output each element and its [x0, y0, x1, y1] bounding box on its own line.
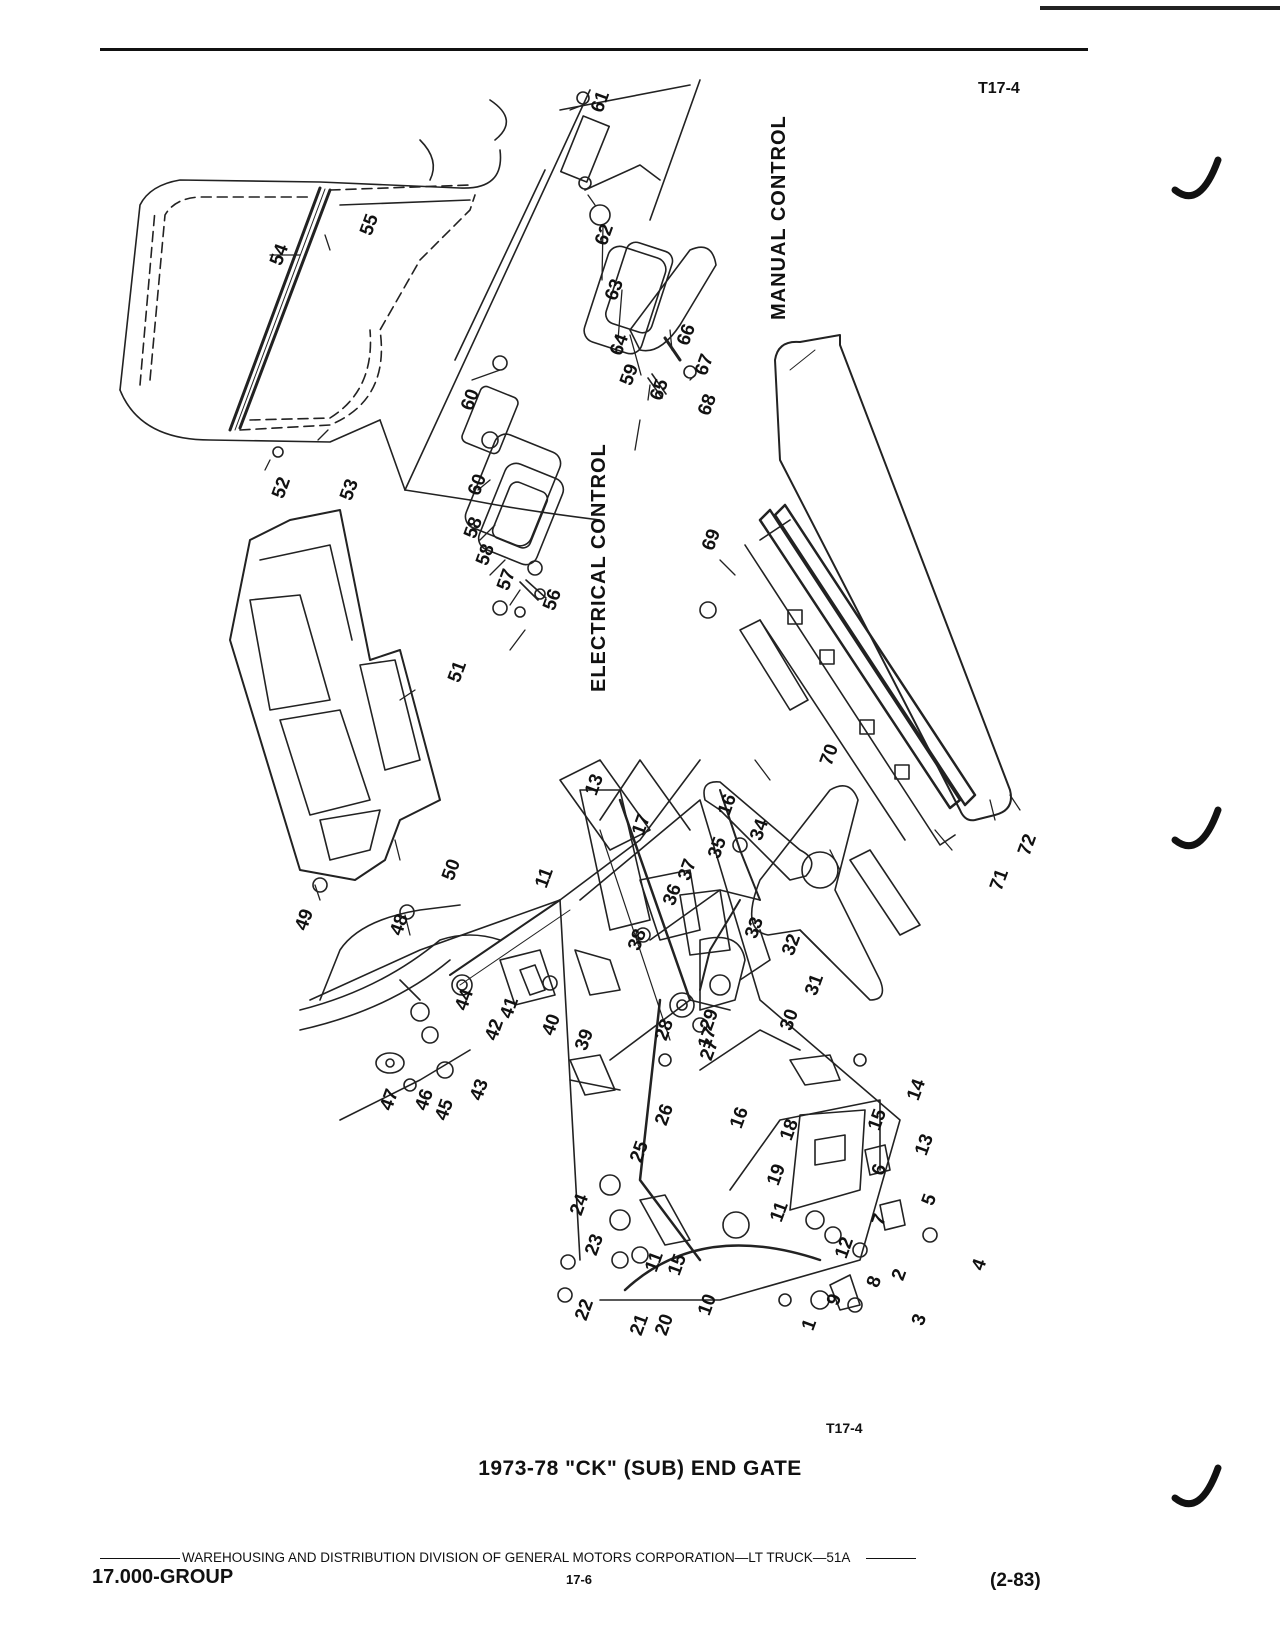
manual-control-handle [492, 91, 717, 399]
callout-number-16: 16 [726, 1104, 753, 1131]
callout-number-4: 4 [968, 1256, 991, 1274]
callout-number-16: 16 [714, 791, 741, 818]
callout-number-23: 23 [581, 1231, 608, 1258]
callout-number-61: 61 [587, 88, 614, 115]
fasteners [272, 446, 938, 1313]
callout-number-68: 68 [694, 391, 721, 418]
callout-number-11: 11 [531, 864, 558, 890]
latch-rods [599, 789, 761, 1262]
callout-number-53: 53 [336, 476, 363, 503]
callout-number-58: 58 [472, 541, 499, 568]
footer-date: (2-83) [990, 1570, 1041, 1591]
callout-number-1: 1 [798, 1316, 821, 1334]
callout-number-60: 60 [464, 471, 491, 498]
callout-number-38: 38 [624, 926, 651, 953]
callout-number-66: 66 [673, 321, 700, 348]
callout-number-43: 43 [466, 1076, 493, 1103]
callout-numbers: 1234567891011111112131314151516161717181… [266, 88, 1041, 1338]
callout-number-30: 30 [776, 1006, 803, 1033]
callout-number-50: 50 [438, 856, 465, 883]
callout-number-33: 33 [741, 914, 768, 941]
figure-code-top: T17-4 [978, 80, 1020, 97]
callout-number-13: 13 [581, 771, 608, 798]
support-cable [449, 899, 822, 1292]
figure-code-bottom: T17-4 [826, 1420, 863, 1436]
callout-number-35: 35 [704, 834, 731, 861]
callout-number-51: 51 [444, 658, 471, 685]
callout-number-5: 5 [918, 1191, 941, 1209]
footer-publisher: WAREHOUSING AND DISTRIBUTION DIVISION OF… [100, 1550, 917, 1565]
callout-number-63: 63 [601, 276, 628, 303]
callout-number-12: 12 [831, 1234, 858, 1261]
callout-number-37: 37 [674, 856, 701, 883]
callout-number-71: 71 [986, 866, 1013, 893]
callout-number-10: 10 [694, 1291, 721, 1318]
callout-number-55: 55 [356, 211, 383, 238]
footer-publisher-text: WAREHOUSING AND DISTRIBUTION DIVISION OF… [182, 1550, 851, 1565]
callout-number-25: 25 [626, 1138, 653, 1165]
window-regulator [703, 781, 884, 1001]
callout-number-69: 69 [698, 526, 725, 553]
callout-number-48: 48 [386, 911, 413, 938]
manual-control-label: MANUAL CONTROL [768, 115, 790, 320]
callout-number-72: 72 [1014, 831, 1041, 858]
callout-number-70: 70 [816, 741, 843, 768]
hinge-assembly [499, 869, 906, 1311]
body-pillar [299, 904, 501, 1121]
callout-number-2: 2 [888, 1266, 911, 1283]
callout-number-49: 49 [291, 906, 318, 933]
callout-number-41: 41 [496, 994, 523, 1021]
glass-run-channel [228, 186, 332, 432]
callout-number-42: 42 [481, 1016, 508, 1043]
glass-sash-channel [744, 503, 977, 846]
punch-hole-mark-bottom [1171, 1464, 1222, 1508]
tailgate-glass [774, 334, 1012, 822]
callout-number-7: 7 [868, 1211, 891, 1228]
callout-number-3: 3 [908, 1311, 931, 1328]
footer-rule-left [100, 1557, 180, 1559]
glass-support-strip [739, 619, 921, 936]
figure-caption: 1973-78 "CK" (SUB) END GATE [478, 1457, 802, 1480]
header-rule [100, 48, 1088, 51]
punch-hole-mark-middle [1171, 806, 1222, 850]
access-cover-plate [229, 509, 441, 881]
callout-number-15: 15 [864, 1106, 891, 1133]
callout-number-13: 13 [911, 1131, 938, 1158]
callout-number-44: 44 [451, 986, 478, 1013]
tailgate-lower-structure [309, 759, 901, 1301]
callout-number-24: 24 [566, 1191, 593, 1218]
callout-number-54: 54 [266, 241, 293, 268]
callout-number-52: 52 [268, 474, 295, 501]
callout-leaders [264, 104, 1021, 936]
callout-number-62: 62 [591, 221, 618, 248]
callout-number-8: 8 [863, 1273, 886, 1290]
body-rear-opening [119, 99, 508, 491]
punch-hole-mark-top [1171, 156, 1222, 200]
top-edge-mark [1040, 6, 1280, 10]
page-number: 17-6 [566, 1572, 593, 1587]
callout-number-22: 22 [571, 1296, 598, 1323]
callout-number-20: 20 [651, 1311, 678, 1338]
callout-number-32: 32 [778, 931, 805, 958]
callout-number-26: 26 [651, 1101, 678, 1128]
electrical-control-label: ELECTRICAL CONTROL [588, 443, 610, 692]
callout-number-31: 31 [801, 971, 828, 998]
callout-number-11: 11 [766, 1198, 793, 1224]
callout-number-14: 14 [903, 1076, 930, 1103]
electrical-control-handle [461, 385, 565, 601]
callout-number-15: 15 [664, 1251, 691, 1278]
callout-number-21: 21 [626, 1311, 653, 1338]
callout-number-40: 40 [538, 1011, 565, 1038]
footer-group: 17.000-GROUP [92, 1566, 234, 1588]
callout-number-19: 19 [763, 1161, 790, 1188]
footer-rule-right [866, 1557, 917, 1559]
callout-number-39: 39 [571, 1026, 598, 1053]
callout-number-57: 57 [493, 566, 520, 593]
